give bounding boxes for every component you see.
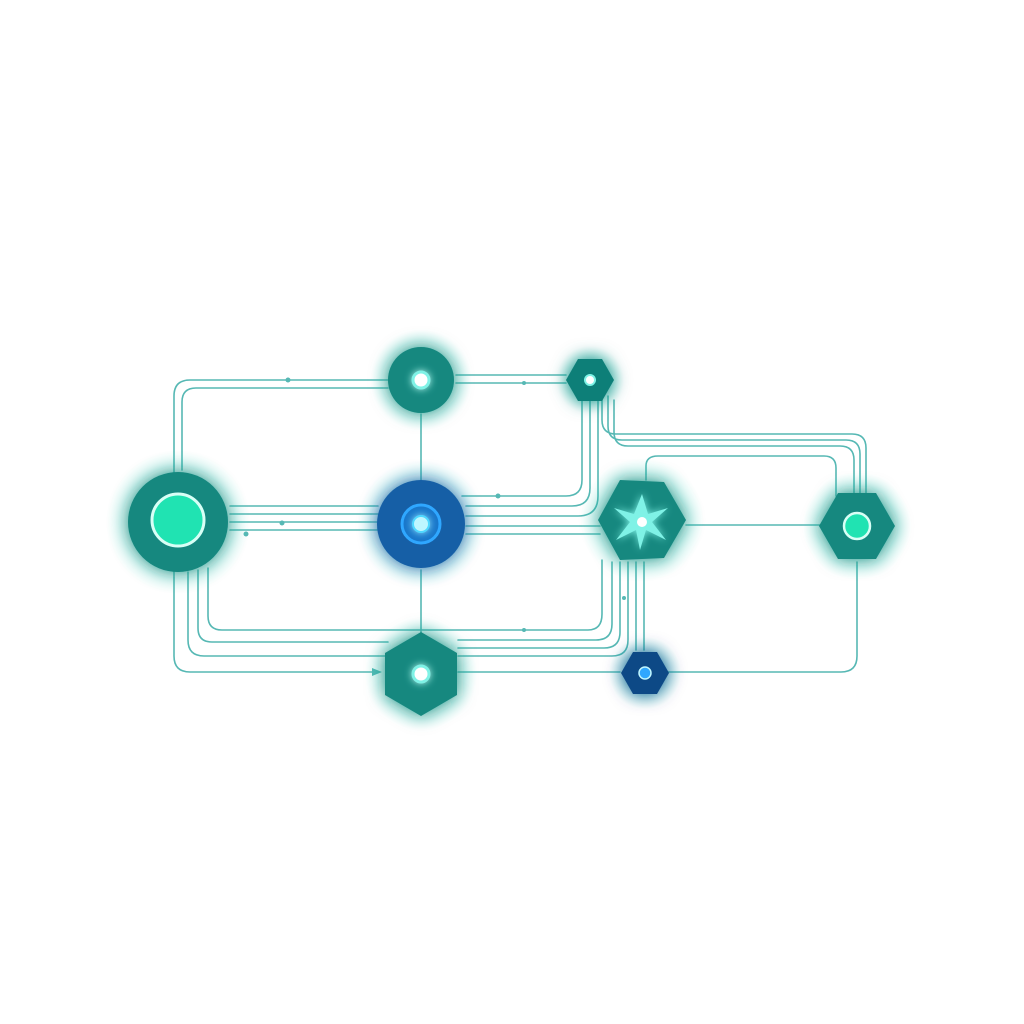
wire-small-hexagon-to-right-hexagon [613,399,855,495]
node-core [411,664,431,684]
wire-right-hexagon-to-small-blue [667,561,858,673]
connection-lines [173,374,867,673]
wire-bottom-hexagon-to-sparkle [457,561,613,641]
wire-small-hexagon-to-right-hexagon [607,395,861,495]
wire-small-hexagon-to-center-hub [461,397,583,497]
wire-bead [285,377,291,383]
wire-bead [522,381,526,385]
node-core [411,370,431,390]
wire-small-hexagon-to-right-hexagon [601,391,867,495]
wire-bead [522,628,526,632]
node-left-hub[interactable] [106,450,250,594]
node-small-blue-hexagon[interactable] [609,637,681,709]
node-bottom-hexagon[interactable] [365,618,477,730]
wire-small-hexagon-to-center-hub [465,397,599,517]
wire-left-hub-to-bottom-hexagon [173,569,381,673]
node-sparkle-hexagon[interactable] [580,458,704,582]
wire-left-hub-to-bottom-hexagon [187,571,389,657]
wire-left-hub-to-bottom-hexagon [197,569,389,643]
node-center-hub[interactable] [357,460,485,588]
node-core [842,511,872,541]
wire-bottom-hexagon-to-sparkle [457,561,621,649]
wire-bead [622,596,626,600]
wire-left-hub-to-top-circle [181,387,389,471]
node-right-hexagon[interactable] [803,472,911,580]
node-core [150,492,206,548]
node-core [638,666,652,680]
wire-left-hub-to-top-circle [173,379,389,475]
node-top-small-hexagon[interactable] [556,346,624,414]
node-core [637,517,647,527]
wire-small-hexagon-to-center-hub [465,397,591,507]
wire-bead [279,520,285,526]
node-core [412,515,430,533]
wire-bead [495,493,501,499]
node-top-circle[interactable] [371,330,471,430]
node-core [584,374,596,386]
